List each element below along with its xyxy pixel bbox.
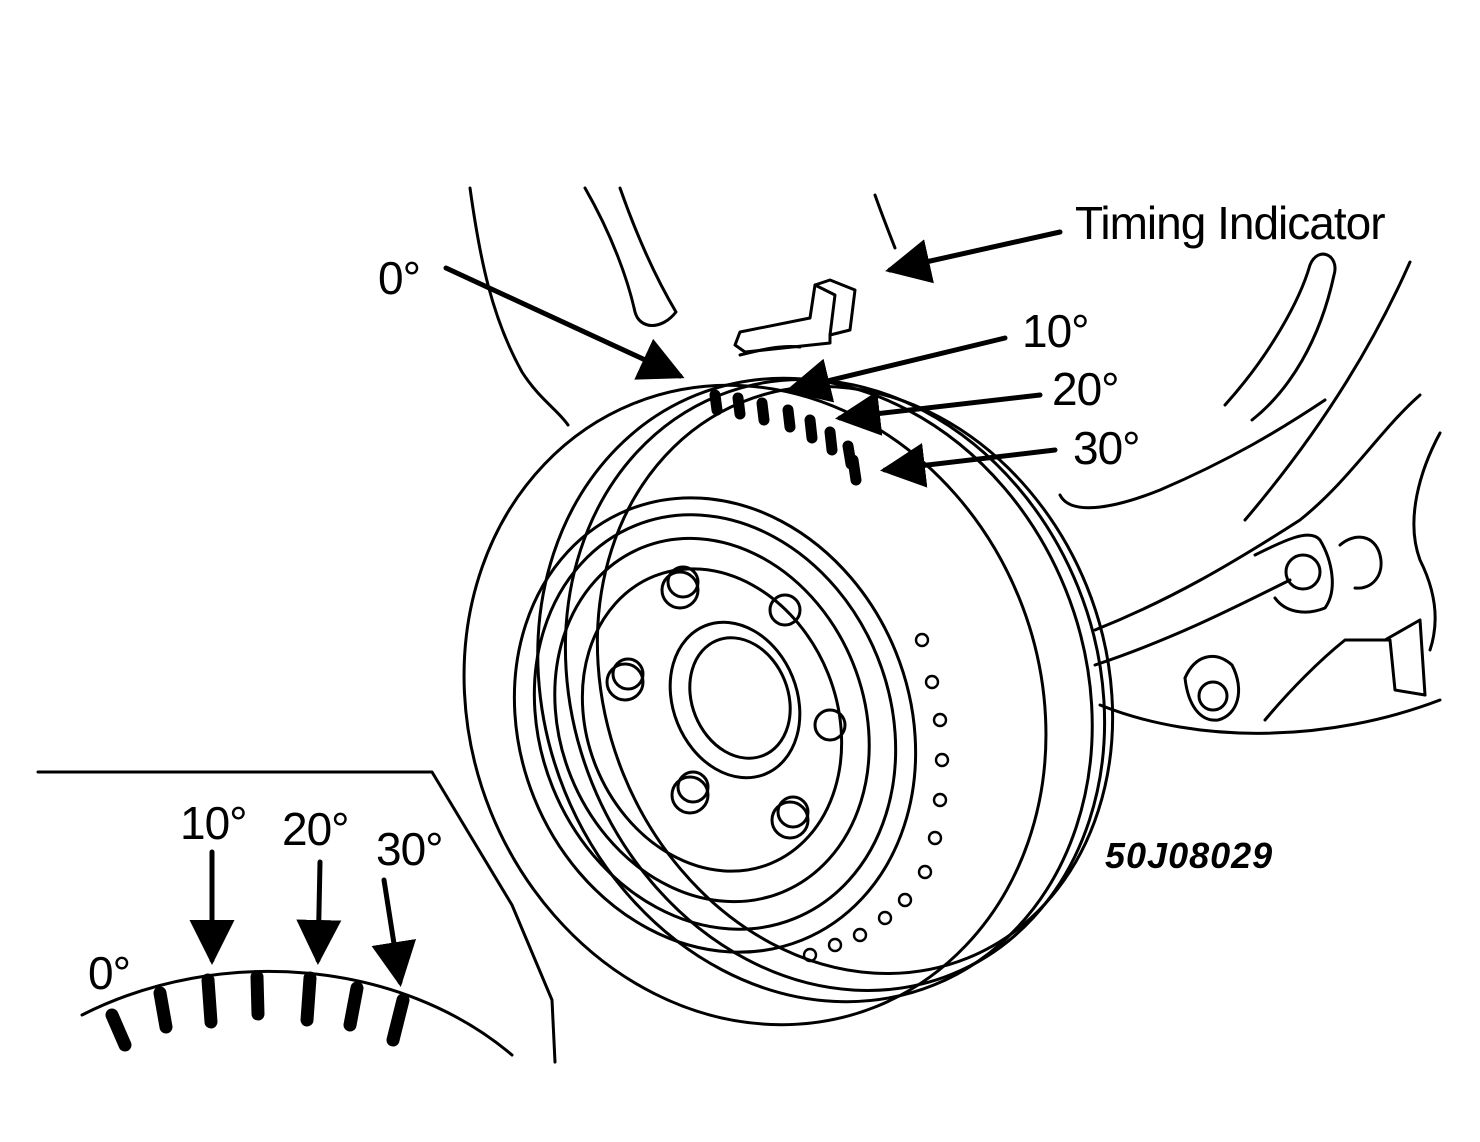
callout-arrows: [443, 229, 1063, 488]
deg-20-arrow: [835, 391, 1043, 436]
deg-0-arrow: [443, 265, 685, 380]
deg-10-label: 10°: [1022, 305, 1090, 357]
pulley-holes: [802, 632, 950, 963]
inset-deg-20-arrow: [296, 859, 342, 965]
timing-indicator-label: Timing Indicator: [1075, 197, 1386, 249]
inset-deg-30-arrow: [371, 877, 417, 987]
deg-20-label: 20°: [1052, 363, 1120, 415]
deg-10-arrow: [785, 335, 1008, 403]
pulley-timing-marks: [709, 389, 862, 486]
detail-inset: [36, 770, 557, 1064]
timing-indicator-bracket: [733, 278, 857, 357]
pulley-bolts: [605, 565, 847, 840]
deg-0-label: 0°: [378, 252, 421, 304]
timing-indicator-arrow: [885, 229, 1063, 284]
inset-deg-0-label: 0°: [88, 947, 131, 999]
inset-deg-10-label: 10°: [180, 797, 248, 849]
deg-30-label: 30°: [1073, 422, 1141, 474]
pulley-hub: [512, 496, 918, 954]
engine-block-outline: [468, 186, 1442, 735]
inset-deg-30-label: 30°: [376, 823, 444, 875]
deg-30-arrow: [880, 442, 1058, 488]
figure-code: 50J08029: [1105, 835, 1274, 876]
inset-deg-20-label: 20°: [282, 803, 350, 855]
